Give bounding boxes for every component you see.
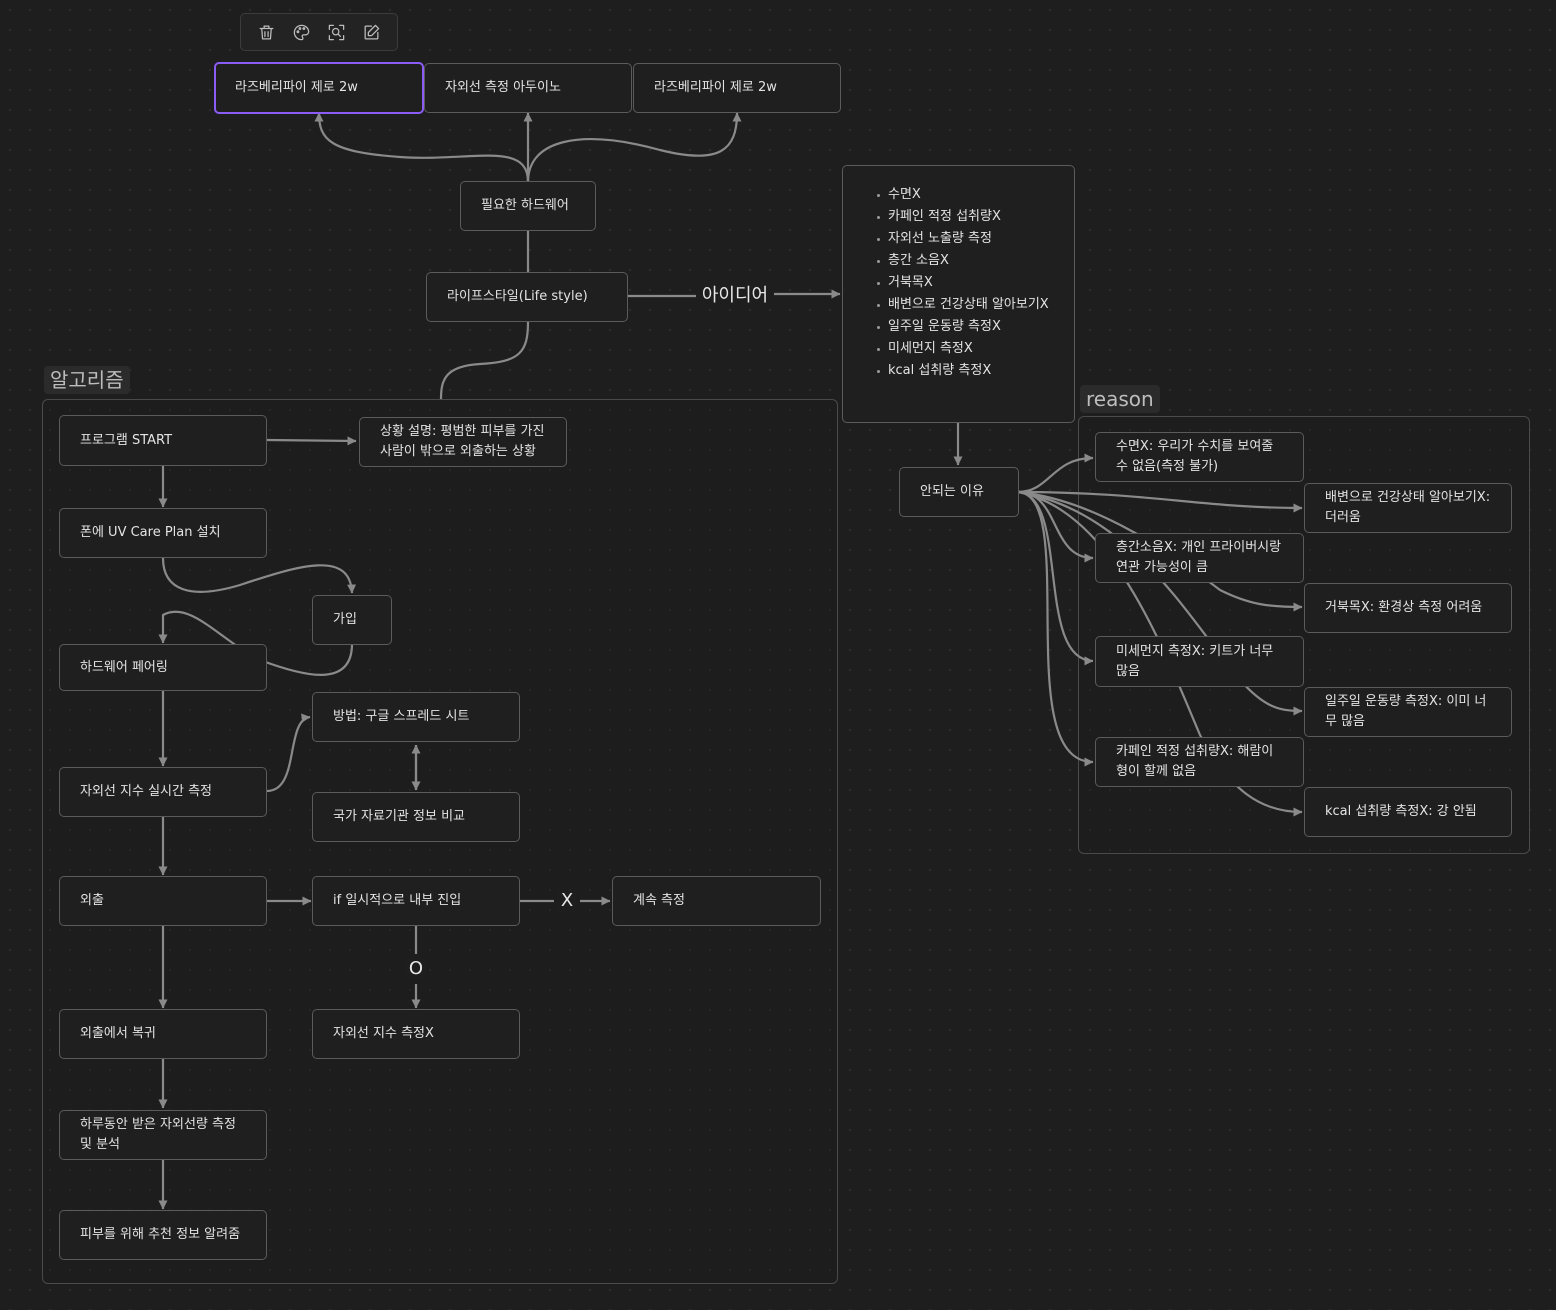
edge-label-o: O: [404, 958, 428, 980]
idea-item: 카페인 적정 섭취량X: [877, 206, 1049, 228]
node-no-uv[interactable]: 자외선 지수 측정X: [312, 1009, 520, 1059]
edge-why-not-to-kcal: [1017, 490, 1303, 817]
edge-why-not-to-bowel: [1017, 490, 1303, 513]
node-situation[interactable]: 상황 설명: 평범한 피부를 가진 사람이 밖으로 외출하는 상황: [359, 417, 567, 467]
node-daily-analysis[interactable]: 하루동안 받은 자외선량 측정 및 분석: [59, 1110, 267, 1160]
edge-required-hw-to-rpi2: [526, 112, 742, 183]
node-toolbar: [240, 13, 398, 51]
node-ideas-list[interactable]: 수면X 카페인 적정 섭취량X 자외선 노출량 측정 층간 소음X 거북목X 배…: [842, 165, 1075, 423]
edge-why-not-to-caffeine: [1017, 490, 1094, 767]
node-program-start[interactable]: 프로그램 START: [59, 415, 267, 466]
edit-icon[interactable]: [359, 19, 385, 45]
node-return-home[interactable]: 외출에서 복귀: [59, 1009, 267, 1059]
idea-item: 자외선 노출량 측정: [877, 228, 1049, 250]
trash-icon[interactable]: [254, 19, 280, 45]
idea-item: kcal 섭취량 측정X: [877, 360, 1049, 382]
node-reason-bowel[interactable]: 배변으로 건강상태 알아보기X: 더러움: [1304, 483, 1512, 533]
group-label-reason: reason: [1080, 385, 1160, 413]
node-hw-pairing[interactable]: 하드웨어 페어링: [59, 644, 267, 691]
zoom-to-fit-icon[interactable]: [324, 19, 350, 45]
node-why-not[interactable]: 안되는 이유: [899, 467, 1019, 517]
edge-start-to-situation: [266, 436, 357, 446]
node-reason-kcal[interactable]: kcal 섭취량 측정X: 강 안됨: [1304, 787, 1512, 837]
node-uv-realtime[interactable]: 자외선 지수 실시간 측정: [59, 767, 267, 817]
node-recommend[interactable]: 피부를 위해 추천 정보 알려줌: [59, 1210, 267, 1260]
edge-lifestyle-to-ideas: [628, 294, 840, 296]
node-if-indoor[interactable]: if 일시적으로 내부 진입: [312, 876, 520, 926]
node-reason-noise[interactable]: 층간소음X: 개인 프라이버시랑 연관 가능성이 큼: [1095, 533, 1304, 583]
edge-why-not-to-dust: [1017, 490, 1094, 666]
idea-item: 수면X: [877, 184, 1049, 206]
node-reason-sleep[interactable]: 수면X: 우리가 수치를 보여줄수 없음(측정 불가): [1095, 432, 1304, 482]
idea-item: 배변으로 건강상태 알아보기X: [877, 294, 1049, 316]
node-method[interactable]: 방법: 구글 스프레드 시트: [312, 692, 520, 742]
node-rpi-zero-2w-2[interactable]: 라즈베리파이 제로 2w: [633, 63, 841, 113]
node-required-hardware[interactable]: 필요한 하드웨어: [460, 181, 596, 231]
node-reason-exercise[interactable]: 일주일 운동량 측정X: 이미 너무 많음: [1304, 687, 1512, 737]
node-reason-neck[interactable]: 거북목X: 환경상 측정 어려움: [1304, 583, 1512, 633]
node-rpi-zero-2w-1[interactable]: 라즈베리파이 제로 2w: [214, 62, 424, 114]
idea-item: 거북목X: [877, 272, 1049, 294]
node-reason-dust[interactable]: 미세먼지 측정X: 키트가 너무 많음: [1095, 636, 1304, 687]
edge-required-hw-to-rpi1: [314, 112, 530, 183]
edge-why-not-to-sleep: [1017, 453, 1094, 494]
idea-item: 일주일 운동량 측정X: [877, 316, 1049, 338]
edge-uv-to-method: [266, 713, 311, 793]
idea-item: 층간 소음X: [877, 250, 1049, 272]
node-keep-measuring[interactable]: 계속 측정: [612, 876, 821, 926]
edge-lifestyle-to-algorithm: [439, 321, 530, 400]
node-reason-caffeine[interactable]: 카페인 적정 섭취량X: 해람이 형이 할께 없음: [1095, 737, 1304, 787]
edge-label-x: X: [556, 890, 578, 912]
node-lifestyle[interactable]: 라이프스타일(Life style): [426, 272, 628, 322]
edge-label-idea: 아이디어: [697, 285, 773, 307]
node-uv-arduino[interactable]: 자외선 측정 아두이노: [424, 63, 632, 113]
node-install-app[interactable]: 폰에 UV Care Plan 설치: [59, 508, 267, 558]
group-label-algorithm: 알고리즘: [44, 366, 130, 394]
palette-icon[interactable]: [289, 19, 315, 45]
edge-install-to-signup: [161, 557, 357, 594]
node-compare-national[interactable]: 국가 자료기관 정보 비교: [312, 792, 520, 842]
node-go-out[interactable]: 외출: [59, 876, 267, 926]
node-signup[interactable]: 가입: [312, 595, 392, 645]
ideas-list: 수면X 카페인 적정 섭취량X 자외선 노출량 측정 층간 소음X 거북목X 배…: [863, 184, 1049, 382]
idea-item: 미세먼지 측정X: [877, 338, 1049, 360]
